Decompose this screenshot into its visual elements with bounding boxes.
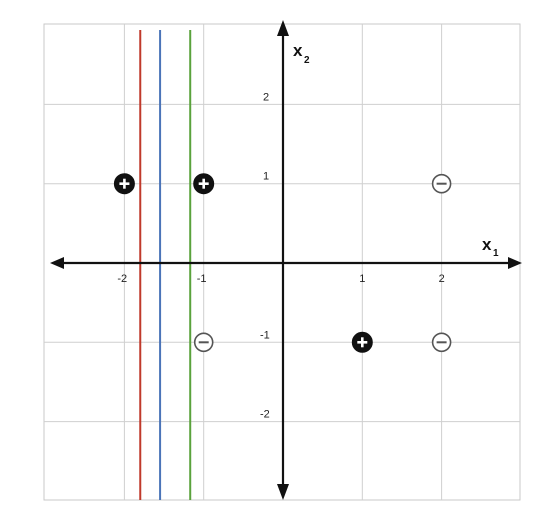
- y-axis-label-sub: 2: [304, 55, 310, 66]
- y-tick-label: -2: [260, 409, 270, 421]
- data-points: [113, 173, 452, 353]
- y-axis-label: x: [293, 41, 303, 60]
- x-axis-arrow-right: [508, 257, 522, 269]
- axes: [50, 20, 522, 500]
- axis-labels: x 1 x 2: [293, 41, 499, 259]
- tick-labels: -2 -1 1 2 2 1 -1 -2: [117, 91, 444, 420]
- negative-point: [193, 332, 214, 353]
- x-axis-label: x: [482, 235, 492, 254]
- y-axis-arrow-down: [277, 484, 289, 500]
- y-axis-arrow-up: [277, 20, 289, 36]
- x-tick-label: -1: [197, 273, 207, 285]
- x-tick-label: -2: [117, 273, 127, 285]
- positive-point: [351, 331, 373, 353]
- x-axis-label-sub: 1: [493, 248, 499, 259]
- y-tick-label: 1: [263, 171, 269, 183]
- x-axis-arrow-left: [50, 257, 64, 269]
- negative-point: [431, 332, 452, 353]
- positive-point: [113, 173, 135, 195]
- y-tick-label: -1: [260, 329, 270, 341]
- y-tick-label: 2: [263, 91, 269, 103]
- decision-boundaries: [139, 30, 192, 500]
- x-tick-label: 2: [439, 273, 445, 285]
- negative-point: [431, 173, 452, 194]
- x-tick-label: 1: [359, 273, 365, 285]
- positive-point: [193, 173, 215, 195]
